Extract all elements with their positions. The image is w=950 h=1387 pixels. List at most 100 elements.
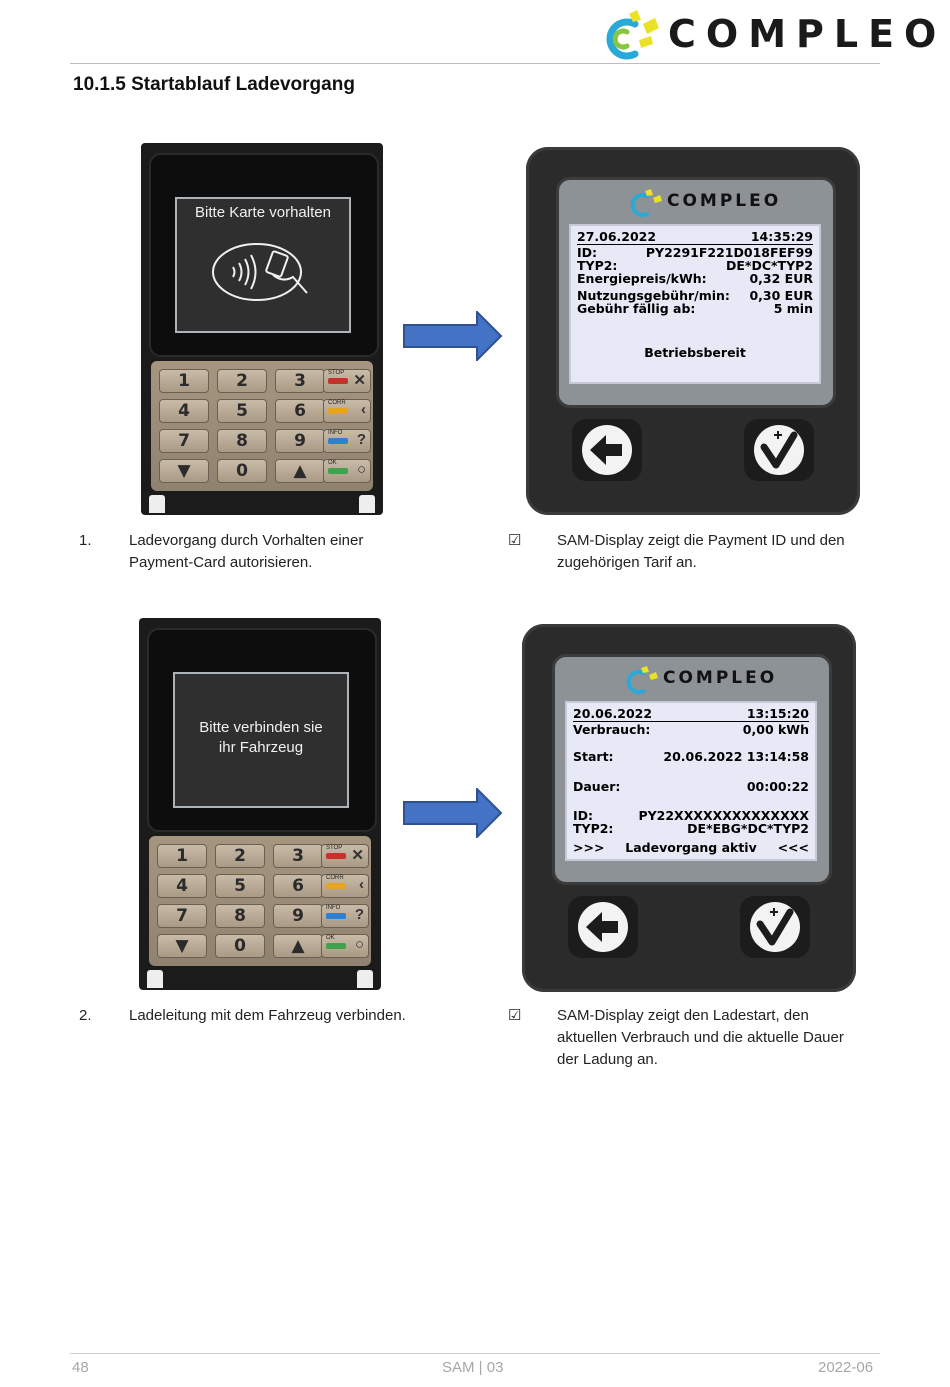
question-icon: ? xyxy=(356,431,366,448)
key-down[interactable]: ▼ xyxy=(159,459,209,483)
key-2[interactable]: 2 xyxy=(215,844,265,868)
stop-key[interactable]: STOP✕ xyxy=(321,844,369,868)
stop-key[interactable]: STOP✕ xyxy=(323,369,371,393)
key-up[interactable]: ▲ xyxy=(275,459,325,483)
sam-value: DE*DC*TYP2 xyxy=(726,258,813,273)
sam-back-button[interactable] xyxy=(568,896,638,958)
compleo-logo-icon xyxy=(630,189,662,217)
confirm-check-icon xyxy=(760,431,798,469)
key-5[interactable]: 5 xyxy=(215,874,265,898)
terminal-screen-frame: Bitte Karte vorhalten xyxy=(149,153,379,357)
key-down[interactable]: ▼ xyxy=(157,934,207,958)
key-7[interactable]: 7 xyxy=(157,904,207,928)
ok-key[interactable]: OK○ xyxy=(321,934,369,958)
sam-value: DE*EBG*DC*TYP2 xyxy=(687,821,809,836)
document-date: 2022-06 xyxy=(818,1359,874,1376)
sam-label: Start: xyxy=(573,749,614,764)
step-action: Ladeleitung mit dem Fahrzeug verbinden. xyxy=(129,1005,406,1027)
back-arrow-icon xyxy=(586,912,618,942)
sam-label: Gebühr fällig ab: xyxy=(577,301,696,316)
key-up[interactable]: ▲ xyxy=(273,934,323,958)
action-line: Payment-Card autorisieren. xyxy=(129,554,313,571)
section-title: 10.1.5 Startablauf Ladevorgang xyxy=(73,74,355,95)
key-3[interactable]: 3 xyxy=(273,844,323,868)
key-2[interactable]: 2 xyxy=(217,369,267,393)
key-6[interactable]: 6 xyxy=(273,874,323,898)
footer-divider xyxy=(70,1353,880,1354)
step-result: SAM-Display zeigt die Payment ID und den… xyxy=(557,530,845,574)
info-key[interactable]: INFO? xyxy=(321,904,369,928)
compleo-logo-icon xyxy=(626,666,658,694)
sam-label: Energiepreis/kWh: xyxy=(577,271,707,286)
key-5[interactable]: 5 xyxy=(217,399,267,423)
sam-back-button[interactable] xyxy=(572,419,642,481)
confirm-check-icon xyxy=(756,908,794,946)
key-8[interactable]: 8 xyxy=(217,429,267,453)
flow-arrow-icon xyxy=(403,311,503,361)
sam-confirm-button[interactable] xyxy=(744,419,814,481)
sam-value: PY2291F221D018FEF99 xyxy=(645,245,813,260)
keypad: 1 2 3 4 5 6 7 8 9 ▼ 0 ▲ STOP✕ CORR‹ INFO… xyxy=(149,836,371,966)
corr-key[interactable]: CORR‹ xyxy=(321,874,369,898)
brand-wordmark: COMPLEO xyxy=(668,12,947,56)
sam-label: ID: xyxy=(573,808,594,823)
terminal-screen: Bitte verbinden sie ihr Fahrzeug xyxy=(173,672,349,808)
key-0[interactable]: 0 xyxy=(217,459,267,483)
sam-label: TYP2: xyxy=(573,821,614,836)
key-3[interactable]: 3 xyxy=(275,369,325,393)
key-4[interactable]: 4 xyxy=(157,874,207,898)
key-0[interactable]: 0 xyxy=(215,934,265,958)
ok-key[interactable]: OK○ xyxy=(323,459,371,483)
sam-value: 5 min xyxy=(773,301,813,316)
keypad: 1 2 3 4 5 6 7 8 9 ▼ 0 ▲ STOP✕ CORR‹ INFO… xyxy=(151,361,373,491)
contactless-card-icon xyxy=(212,243,308,301)
key-7[interactable]: 7 xyxy=(159,429,209,453)
sam-label: Dauer: xyxy=(573,779,621,794)
document-id: SAM | 03 xyxy=(442,1359,504,1376)
sam-brand: COMPLEO xyxy=(667,191,782,211)
sam-label: ID: xyxy=(577,245,598,260)
sam-time: 13:15:20 xyxy=(746,706,809,721)
sam-brand: COMPLEO xyxy=(663,668,778,688)
result-line: zugehörigen Tarif an. xyxy=(557,554,697,571)
key-9[interactable]: 9 xyxy=(273,904,323,928)
sam-date: 20.06.2022 xyxy=(573,706,653,721)
page-number: 48 xyxy=(72,1359,89,1376)
compleo-logo-icon xyxy=(606,10,659,60)
result-line: aktuellen Verbrauch und die aktuelle Dau… xyxy=(557,1029,844,1046)
flow-arrow-icon xyxy=(403,788,503,838)
sam-value: 0,32 EUR xyxy=(749,271,813,286)
key-4[interactable]: 4 xyxy=(159,399,209,423)
key-1[interactable]: 1 xyxy=(159,369,209,393)
key-6[interactable]: 6 xyxy=(275,399,325,423)
key-9[interactable]: 9 xyxy=(275,429,325,453)
sam-time: 14:35:29 xyxy=(750,229,813,244)
sam-value: 00:00:22 xyxy=(746,779,809,794)
corr-key[interactable]: CORR‹ xyxy=(323,399,371,423)
back-icon: ‹ xyxy=(359,876,364,893)
sam-value: PY22XXXXXXXXXXXXXX xyxy=(638,808,809,823)
action-line: Ladeleitung mit dem Fahrzeug verbinden. xyxy=(129,1007,406,1024)
back-arrow-icon xyxy=(590,435,622,465)
sam-value: 0,30 EUR xyxy=(749,288,813,303)
sam-confirm-button[interactable] xyxy=(740,896,810,958)
close-icon: ✕ xyxy=(353,372,366,389)
terminal-screen: Bitte Karte vorhalten xyxy=(175,197,351,333)
key-1[interactable]: 1 xyxy=(157,844,207,868)
question-icon: ? xyxy=(354,906,364,923)
action-line: Ladevorgang durch Vorhalten einer xyxy=(129,532,364,549)
step-number: 1. xyxy=(79,532,92,549)
key-8[interactable]: 8 xyxy=(215,904,265,928)
header-divider xyxy=(70,63,880,64)
sam-label: Nutzungsgebühr/min: xyxy=(577,288,730,303)
info-key[interactable]: INFO? xyxy=(323,429,371,453)
checkbox-checked-icon: ☑ xyxy=(508,532,522,549)
circle-icon: ○ xyxy=(356,461,366,478)
checkbox-checked-icon: ☑ xyxy=(508,1007,522,1024)
